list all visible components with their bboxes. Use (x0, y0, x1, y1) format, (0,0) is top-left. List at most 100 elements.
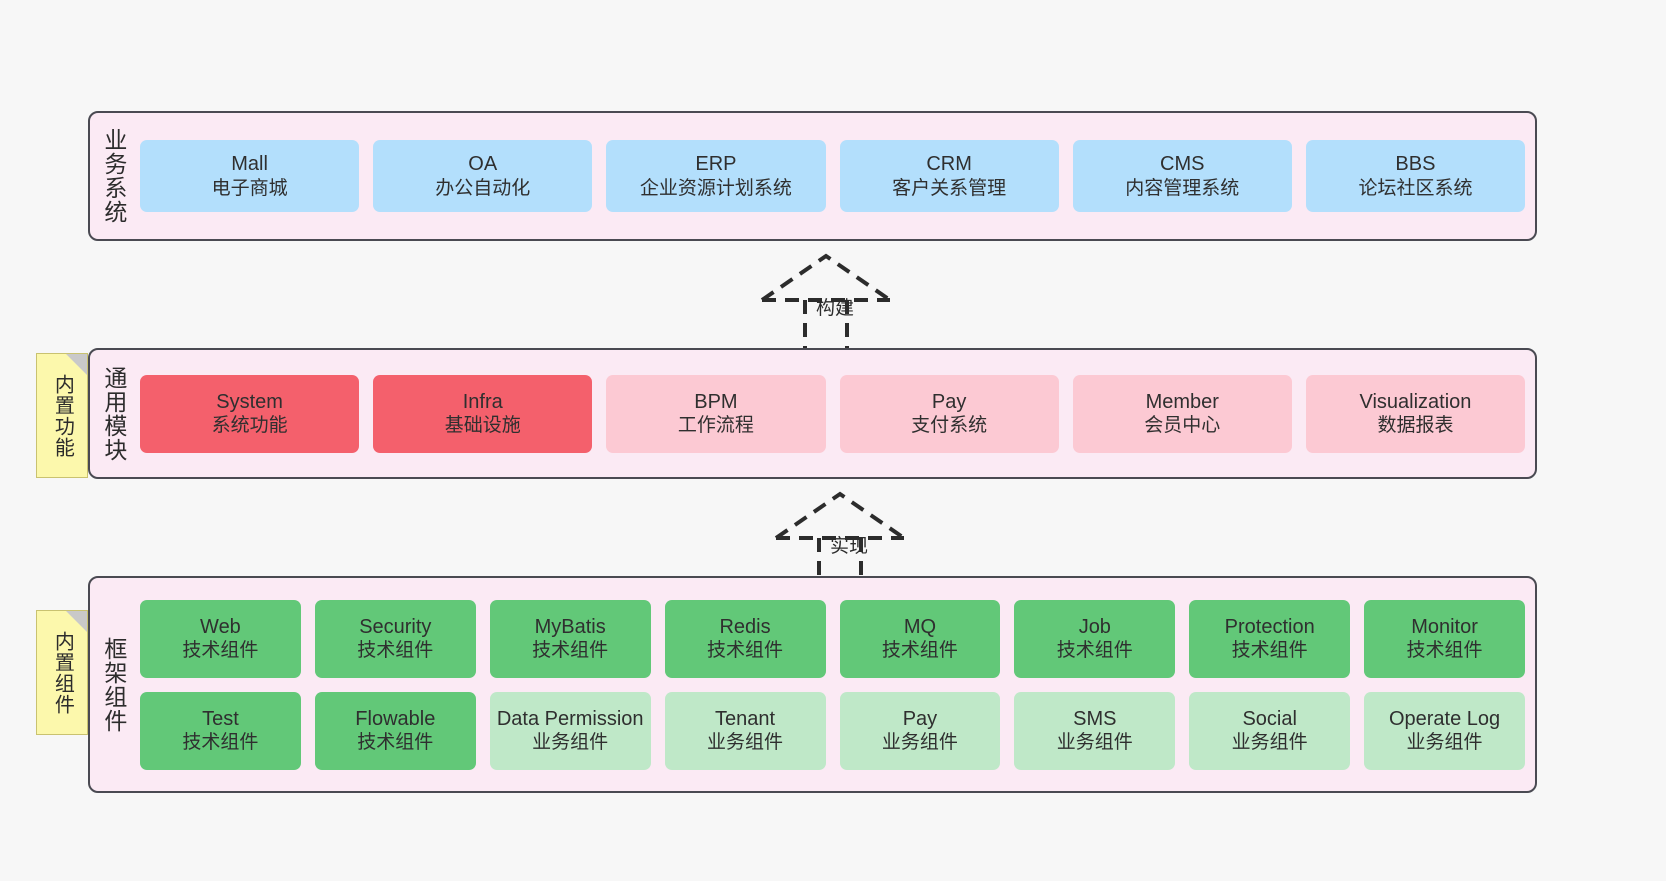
card-erp-title: ERP (695, 153, 737, 176)
card-oa-subtitle: 办公自动化 (435, 177, 531, 199)
build-arrow-icon (760, 253, 892, 348)
card-mq-subtitle: 技术组件 (881, 640, 958, 662)
card-cms-subtitle: 内容管理系统 (1125, 177, 1240, 199)
card-mybatis[interactable]: MyBatis 技术组件 (489, 599, 651, 678)
card-bbs[interactable]: BBS 论坛社区系统 (1305, 140, 1526, 212)
card-pay-component[interactable]: Pay 业务组件 (839, 691, 1001, 770)
card-visualization-subtitle: 数据报表 (1377, 415, 1454, 437)
card-test-subtitle: 技术组件 (182, 732, 259, 754)
card-tenant-subtitle: 业务组件 (707, 732, 784, 754)
card-mq[interactable]: MQ 技术组件 (839, 599, 1001, 678)
layer-business-body: Mall 电子商城 OA 办公自动化 ERP 企业资源计划系统 CRM 客户关系… (136, 113, 1535, 239)
card-tenant-title: Tenant (715, 707, 776, 730)
card-monitor-subtitle: 技术组件 (1406, 640, 1483, 662)
note-builtin-components: 内置组件 (36, 610, 88, 735)
card-operate-log-title: Operate Log (1388, 707, 1501, 730)
card-bbs-title: BBS (1395, 153, 1436, 176)
card-web-subtitle: 技术组件 (182, 640, 259, 662)
card-bpm-subtitle: 工作流程 (677, 415, 754, 437)
card-cms-title: CMS (1160, 153, 1205, 176)
card-system-title: System (216, 390, 283, 413)
connector-build: 构建 (748, 248, 928, 348)
card-flowable[interactable]: Flowable 技术组件 (314, 691, 476, 770)
card-mall-title: Mall (231, 153, 268, 176)
card-monitor[interactable]: Monitor 技术组件 (1364, 599, 1525, 678)
note-builtin-features: 内置功能 (36, 353, 88, 478)
layer-business-systems: 业务系统 Mall 电子商城 OA 办公自动化 ERP 企业资源计划系统 CRM (88, 111, 1537, 241)
card-redis[interactable]: Redis 技术组件 (664, 599, 826, 678)
card-protection[interactable]: Protection 技术组件 (1189, 599, 1351, 678)
card-system[interactable]: System 系统功能 (140, 374, 360, 453)
framework-card-row-1: Web 技术组件 Security 技术组件 MyBatis 技术组件 Redi… (140, 599, 1525, 678)
card-operate-log[interactable]: Operate Log 业务组件 (1364, 691, 1525, 770)
card-mall-subtitle: 电子商城 (211, 177, 288, 199)
card-oa[interactable]: OA 办公自动化 (373, 140, 593, 212)
card-security-title: Security (359, 615, 432, 638)
layer-common-modules: 通用模块 System 系统功能 Infra 基础设施 BPM 工作流程 Pay (88, 348, 1537, 479)
card-tenant[interactable]: Tenant 业务组件 (664, 691, 826, 770)
card-job-subtitle: 技术组件 (1056, 640, 1133, 662)
layer-framework-components: 框架组件 Web 技术组件 Security 技术组件 MyBatis 技术组件… (88, 576, 1537, 793)
card-erp[interactable]: ERP 企业资源计划系统 (606, 140, 826, 212)
card-job[interactable]: Job 技术组件 (1014, 599, 1176, 678)
card-operate-log-subtitle: 业务组件 (1406, 732, 1483, 754)
layer-modules-title: 通用模块 (100, 365, 127, 462)
card-pay-component-title: Pay (902, 707, 938, 730)
card-member[interactable]: Member 会员中心 (1072, 374, 1292, 453)
card-data-permission-title: Data Permission (496, 707, 644, 730)
layer-modules-body: System 系统功能 Infra 基础设施 BPM 工作流程 Pay 支付系统… (136, 350, 1535, 477)
implement-arrow-icon (774, 491, 906, 586)
card-social[interactable]: Social 业务组件 (1189, 691, 1351, 770)
card-sms-title: SMS (1073, 707, 1117, 730)
card-sms[interactable]: SMS 业务组件 (1014, 691, 1176, 770)
card-visualization[interactable]: Visualization 数据报表 (1305, 374, 1526, 453)
card-oa-title: OA (468, 153, 498, 176)
card-mybatis-title: MyBatis (534, 615, 606, 638)
card-pay-component-subtitle: 业务组件 (881, 732, 958, 754)
card-protection-title: Protection (1224, 615, 1315, 638)
card-monitor-title: Monitor (1411, 615, 1478, 638)
card-test[interactable]: Test 技术组件 (140, 691, 301, 770)
card-data-permission[interactable]: Data Permission 业务组件 (489, 691, 651, 770)
card-redis-subtitle: 技术组件 (707, 640, 784, 662)
card-member-title: Member (1145, 390, 1219, 413)
card-mq-title: MQ (903, 615, 937, 638)
layer-framework-title: 框架组件 (100, 636, 127, 733)
card-security[interactable]: Security 技术组件 (314, 599, 476, 678)
card-social-title: Social (1242, 707, 1297, 730)
card-crm[interactable]: CRM 客户关系管理 (839, 140, 1059, 212)
card-job-title: Job (1078, 615, 1111, 638)
card-member-subtitle: 会员中心 (1144, 415, 1221, 437)
card-sms-subtitle: 业务组件 (1056, 732, 1133, 754)
card-bpm-title: BPM (694, 390, 738, 413)
note-builtin-features-label: 内置功能 (51, 373, 74, 458)
card-system-subtitle: 系统功能 (211, 415, 288, 437)
card-pay-module-subtitle: 支付系统 (911, 415, 988, 437)
modules-card-row: System 系统功能 Infra 基础设施 BPM 工作流程 Pay 支付系统… (140, 374, 1526, 453)
card-protection-subtitle: 技术组件 (1231, 640, 1308, 662)
card-social-subtitle: 业务组件 (1231, 732, 1308, 754)
card-crm-title: CRM (926, 153, 972, 176)
layer-business-title: 业务系统 (100, 128, 127, 224)
card-erp-subtitle: 企业资源计划系统 (639, 177, 792, 199)
card-web-title: Web (200, 615, 241, 638)
card-mall[interactable]: Mall 电子商城 (140, 140, 360, 212)
card-cms[interactable]: CMS 内容管理系统 (1072, 140, 1292, 212)
card-web[interactable]: Web 技术组件 (140, 599, 301, 678)
card-visualization-title: Visualization (1359, 390, 1472, 413)
card-security-subtitle: 技术组件 (357, 640, 434, 662)
card-redis-title: Redis (719, 615, 771, 638)
card-test-title: Test (202, 707, 239, 730)
card-infra-title: Infra (462, 390, 503, 413)
card-data-permission-subtitle: 业务组件 (532, 732, 609, 754)
card-pay-module[interactable]: Pay 支付系统 (839, 374, 1059, 453)
card-infra[interactable]: Infra 基础设施 (373, 374, 593, 453)
card-crm-subtitle: 客户关系管理 (892, 177, 1007, 199)
card-bpm[interactable]: BPM 工作流程 (606, 374, 826, 453)
card-pay-module-title: Pay (931, 390, 967, 413)
framework-card-row-2: Test 技术组件 Flowable 技术组件 Data Permission … (140, 691, 1525, 770)
connector-implement: 实现 (762, 486, 942, 586)
card-flowable-title: Flowable (355, 707, 436, 730)
card-mybatis-subtitle: 技术组件 (532, 640, 609, 662)
